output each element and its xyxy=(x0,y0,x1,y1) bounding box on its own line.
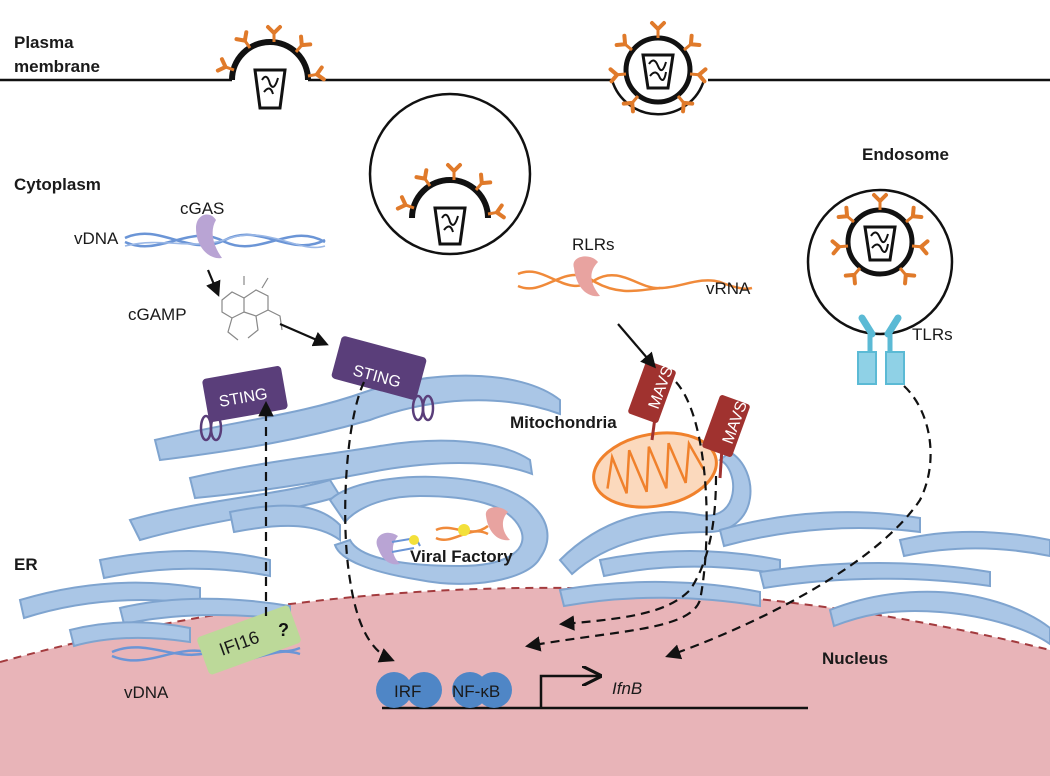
transcription-start-arrow xyxy=(539,676,600,708)
virion-attaching xyxy=(215,25,326,120)
arrow-cgamp-to-sting xyxy=(279,322,329,347)
arrow-sting-to-nucleus xyxy=(344,381,395,663)
virion-entering xyxy=(608,21,708,116)
viral-factory-label: Viral Factory xyxy=(410,547,513,566)
endosome-label: Endosome xyxy=(862,145,949,164)
er-label: ER xyxy=(14,555,38,574)
nfkb-factor: NF-κB xyxy=(452,672,512,708)
plasma-membrane-label-line1: Plasma xyxy=(14,33,74,52)
arrow-mavs2-to-nucleus xyxy=(558,475,718,631)
mavs-protein-1: MAVS xyxy=(628,361,677,441)
endosome xyxy=(806,188,954,385)
viral-rna xyxy=(517,270,753,293)
sting-protein-left: STING xyxy=(199,366,288,442)
cgas-label: cGAS xyxy=(180,199,224,218)
arrow-tlrs-to-nucleus xyxy=(665,385,932,660)
nucleus-label: Nucleus xyxy=(822,649,888,668)
question-mark: ? xyxy=(278,620,289,640)
cytoplasm-label: Cytoplasm xyxy=(14,175,101,194)
sting-protein-right: STING xyxy=(331,336,435,422)
cgamp-label: cGAMP xyxy=(128,305,187,324)
arrow-mavs1-to-nucleus xyxy=(524,381,708,652)
viral-factory-contents xyxy=(376,507,510,565)
irf-label: IRF xyxy=(394,682,421,701)
mitochondria-label: Mitochondria xyxy=(510,413,617,432)
vdna-label-bottom: vDNA xyxy=(124,683,169,702)
endocytic-vesicle xyxy=(368,92,532,256)
ifi16-protein: IFI16 xyxy=(197,605,301,675)
mitochondrion xyxy=(592,431,718,509)
vrna-label: vRNA xyxy=(706,279,751,298)
rlr-receptor xyxy=(573,256,600,297)
viral-dna-cytoplasm xyxy=(124,232,326,249)
irf-factor: IRF xyxy=(376,672,442,708)
plasma-membrane-label-line2: membrane xyxy=(14,57,100,76)
cgas-enzyme xyxy=(196,214,222,259)
arrow-cgas-to-cgamp xyxy=(206,269,221,297)
tlrs-label: TLRs xyxy=(912,325,953,344)
ifnb-gene-label: IfnB xyxy=(612,679,642,698)
rlrs-label: RLRs xyxy=(572,235,615,254)
cgamp-molecule xyxy=(221,276,283,341)
arrow-rlrs-to-mavs xyxy=(617,323,657,369)
endoplasmic-reticulum xyxy=(18,374,1050,648)
tlr-receptor xyxy=(857,314,905,385)
nfkb-label: NF-κB xyxy=(452,682,500,701)
vdna-label-top: vDNA xyxy=(74,229,119,248)
